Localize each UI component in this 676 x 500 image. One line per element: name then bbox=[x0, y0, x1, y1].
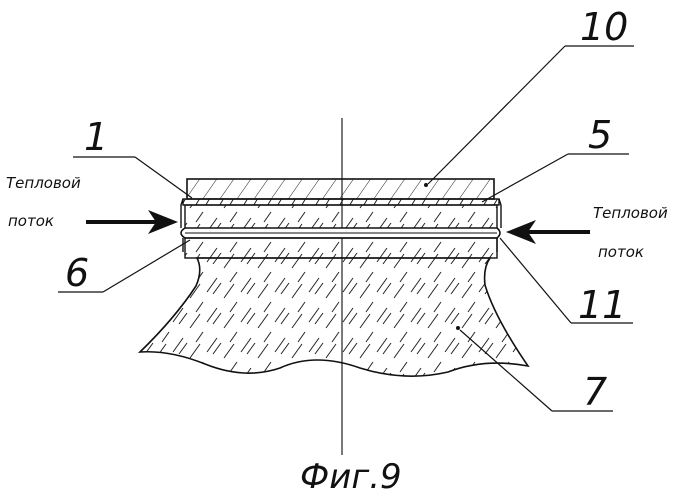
leader-5-diag bbox=[482, 154, 568, 202]
leader-6-diag bbox=[103, 240, 190, 292]
label-part-1: 1 bbox=[84, 115, 108, 159]
leader-10-diag bbox=[428, 46, 565, 184]
label-part-11: 11 bbox=[578, 283, 626, 327]
label-part-5: 5 bbox=[588, 113, 612, 157]
marker-dot-7 bbox=[456, 326, 460, 330]
glass-layer-lower bbox=[185, 238, 497, 258]
figure-caption: Фиг.9 bbox=[300, 457, 402, 497]
label-part-6: 6 bbox=[65, 251, 89, 295]
base-body-7 bbox=[140, 258, 528, 376]
label-part-10: 10 bbox=[580, 5, 628, 49]
leader-1-diag bbox=[135, 157, 192, 198]
heat-flow-left-line1: Тепловой bbox=[6, 174, 81, 192]
right-arrow-icon bbox=[506, 220, 590, 244]
layer-5 bbox=[183, 199, 499, 205]
leader-11-diag bbox=[500, 238, 571, 323]
heat-flow-right-line2: поток bbox=[598, 243, 644, 261]
heat-flow-left-line2: поток bbox=[8, 212, 54, 230]
left-arrow-icon bbox=[86, 210, 178, 234]
glass-layer-upper bbox=[185, 205, 497, 230]
marker-dot-10 bbox=[424, 183, 428, 187]
heat-flow-right-line1: Тепловой bbox=[593, 204, 668, 222]
plate-10 bbox=[187, 179, 494, 199]
label-part-7: 7 bbox=[583, 370, 607, 414]
